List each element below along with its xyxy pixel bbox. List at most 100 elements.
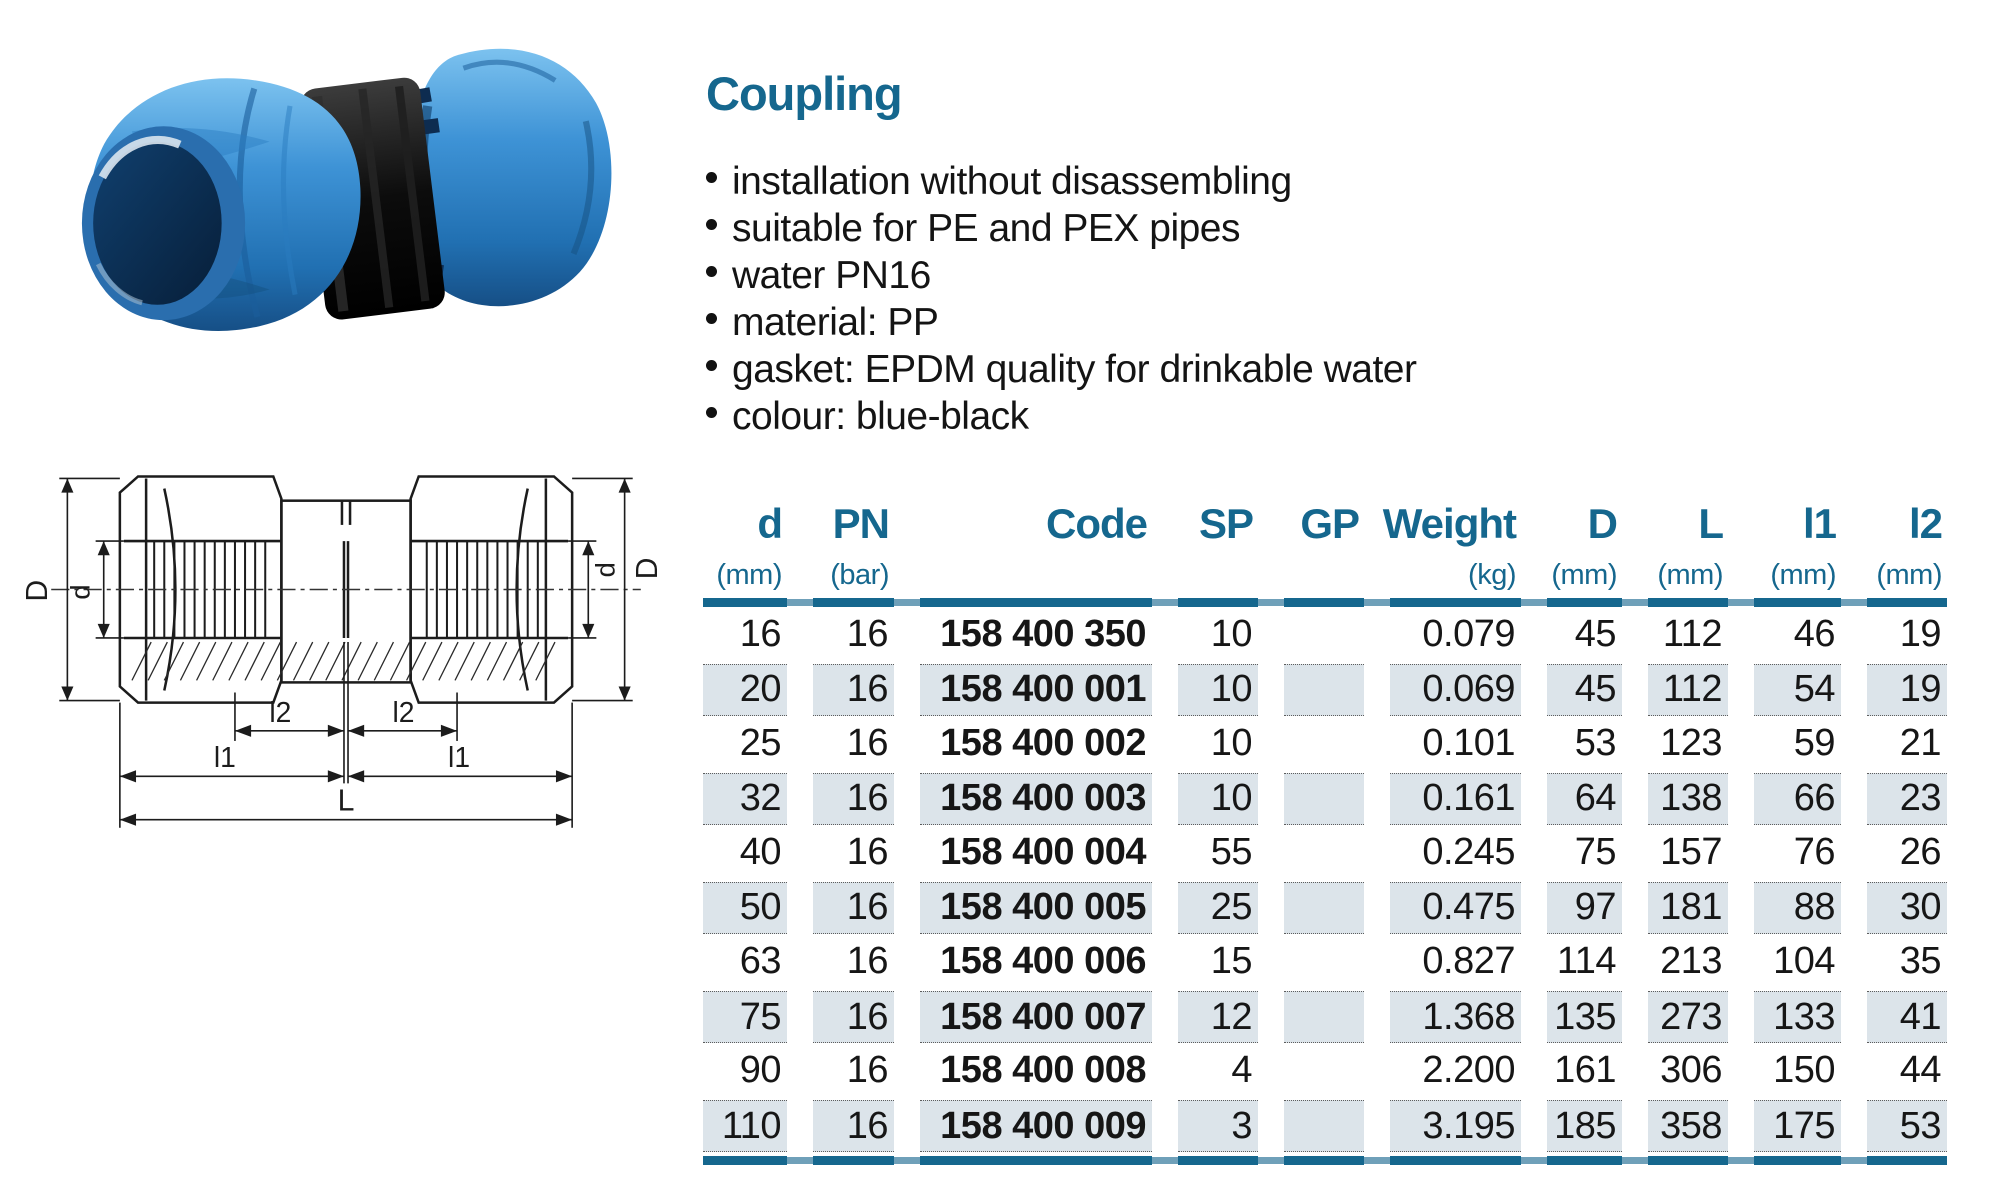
- table-cell: 75: [703, 991, 787, 1044]
- table-cell: 10: [1210, 612, 1253, 655]
- table-cell: 53: [1867, 1100, 1947, 1153]
- table-cell: 158 400 007: [920, 991, 1152, 1044]
- table-cell: 0.827: [1422, 940, 1515, 983]
- column-unit: [1284, 550, 1364, 595]
- table-cell: 88: [1754, 881, 1841, 934]
- table-cell: 158 400 350: [940, 612, 1146, 655]
- column-unit: (kg): [1468, 559, 1516, 591]
- table-cell: 75: [1574, 830, 1617, 873]
- table-cell: 44: [1899, 1049, 1942, 1092]
- bullet-icon: [706, 407, 717, 418]
- table-cell: 158 400 001: [920, 663, 1152, 716]
- feature-text: suitable for PE and PEX pipes: [732, 207, 1240, 250]
- table-cell: 97: [1547, 881, 1622, 934]
- column-label: l2: [1908, 500, 1943, 547]
- table-cell: 161: [1554, 1049, 1616, 1092]
- table-cell: 19: [1899, 612, 1942, 655]
- table-cell: 25: [739, 721, 782, 764]
- dim-label-l2-right: l2: [393, 696, 415, 728]
- table-cell: 0.161: [1390, 772, 1521, 825]
- column-label: d: [757, 500, 783, 547]
- table-header-row: d PN Code SP GP Weight D L l1 l2: [703, 500, 1947, 548]
- table-cell: 45: [1574, 612, 1617, 655]
- table-cell: 16: [846, 830, 889, 873]
- table-cell: [1284, 1046, 1364, 1096]
- column-label: Weight: [1382, 500, 1517, 547]
- bullet-icon: [706, 313, 717, 324]
- feature-text: colour: blue-black: [732, 395, 1029, 438]
- dim-label-D-right: D: [631, 558, 664, 580]
- table-cell: 30: [1867, 881, 1947, 934]
- table-cell: 40: [739, 830, 782, 873]
- table-cell: 21: [1899, 721, 1942, 764]
- table-cell: [1284, 663, 1364, 716]
- table-cell: 213: [1660, 940, 1722, 983]
- table-cell: 16: [739, 612, 782, 655]
- column-header-sp: SP: [1178, 500, 1258, 548]
- table-cell: 112: [1662, 612, 1723, 655]
- table-cell: 133: [1754, 991, 1841, 1044]
- table-cell: 157: [1660, 830, 1722, 873]
- table-cell: 10: [1210, 721, 1253, 764]
- column-unit: (mm): [1657, 559, 1723, 591]
- table-cell: 41: [1867, 991, 1947, 1044]
- feature-text: installation without disassembling: [732, 160, 1292, 203]
- feature-text: material: PP: [732, 301, 939, 344]
- table-cell: 35: [1899, 940, 1942, 983]
- table-cell: 175: [1754, 1100, 1841, 1153]
- table-cell: 158 400 006: [940, 940, 1146, 983]
- table-cell: 64: [1547, 772, 1622, 825]
- column-header-weight: Weight: [1383, 500, 1521, 548]
- bullet-icon: [706, 266, 717, 277]
- table-cell: 16: [813, 991, 894, 1044]
- table-cell: 32: [703, 772, 787, 825]
- table-cell: 63: [739, 940, 782, 983]
- column-unit: [920, 550, 1152, 595]
- table-cell: 10: [1178, 772, 1258, 825]
- feature-item: installation without disassembling: [706, 160, 1416, 207]
- table-cell: 16: [846, 612, 889, 655]
- table-cell: 25: [1178, 881, 1258, 934]
- table-cell: 45: [1547, 663, 1622, 716]
- table-cell: 90: [739, 1049, 782, 1092]
- table-cell: 16: [813, 663, 894, 716]
- table-cell: 112: [1648, 663, 1728, 716]
- table-cell: [1284, 772, 1364, 825]
- table-cell: 0.475: [1390, 881, 1521, 934]
- table-cell: 1.368: [1390, 991, 1521, 1044]
- table-cell: 110: [703, 1100, 787, 1153]
- dim-label-l1-right: l1: [448, 741, 470, 773]
- table-cell: 158 400 004: [940, 830, 1146, 873]
- table-cell: 66: [1754, 772, 1841, 825]
- table-cell: 3: [1178, 1100, 1258, 1153]
- column-header-gp: GP: [1284, 500, 1364, 548]
- column-unit: [1178, 550, 1258, 595]
- table-cell: [1284, 937, 1364, 987]
- product-photo: [35, 8, 647, 418]
- table-cell: 158 400 002: [940, 721, 1146, 764]
- table-cell: 12: [1178, 991, 1258, 1044]
- table-cell: 16: [846, 940, 889, 983]
- column-header-d: d: [703, 500, 787, 548]
- column-label: Code: [1046, 500, 1148, 547]
- column-unit: (bar): [830, 559, 889, 591]
- coupling-photo-illustration: [81, 48, 612, 331]
- table-cell: 15: [1210, 940, 1253, 983]
- table-cell: 273: [1648, 991, 1728, 1044]
- table-cell: 16: [813, 881, 894, 934]
- column-label: D: [1587, 500, 1618, 547]
- table-cell: 3.195: [1390, 1100, 1521, 1153]
- table-cell: 16: [813, 772, 894, 825]
- dimension-drawing: D d d D l2 l2 l1 l1 L: [21, 475, 664, 828]
- feature-list: installation without disassembling suita…: [706, 160, 1417, 442]
- table-cell: 4: [1231, 1049, 1252, 1092]
- column-label: l1: [1802, 500, 1837, 547]
- table-cell: 2.200: [1422, 1049, 1515, 1092]
- table-cell: 23: [1867, 772, 1947, 825]
